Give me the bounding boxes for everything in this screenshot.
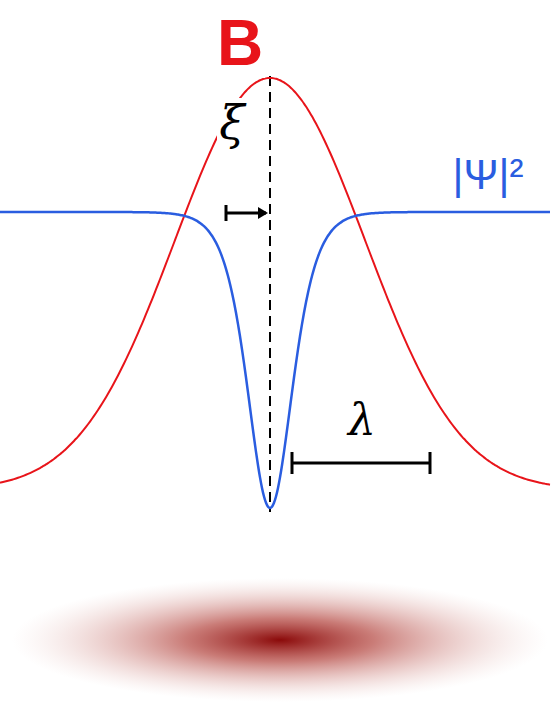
coherence-length-label: ξ [217,98,246,149]
xi-arrowhead [258,207,268,219]
penetration-depth-label: λ [346,396,378,444]
lambda-marker [292,452,430,474]
density-curve [0,212,550,508]
xi-marker [226,205,268,221]
lambda-tick [291,452,294,474]
curves [0,78,550,508]
xi-tick [225,205,228,221]
axis-line [269,76,271,512]
lambda-bar [292,462,430,465]
field-curve [0,78,550,485]
lambda-tick [429,452,432,474]
field-label: B [215,8,265,78]
density-label: |Ψ|² [451,152,526,198]
vortex-core-ellipse [12,578,548,702]
